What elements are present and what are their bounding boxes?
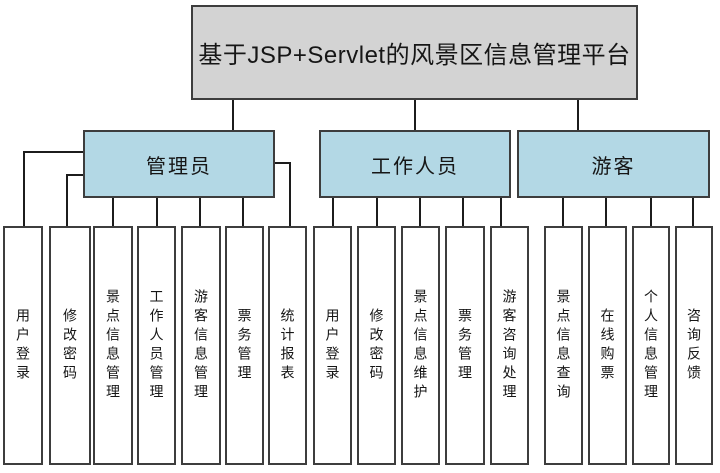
connector-line [23,151,83,153]
connector-line [376,197,378,226]
leaf-label: 景点信息维护 [412,288,429,403]
branch-node-staff: 工作人员 [319,130,511,198]
leaf-label: 用户登录 [324,307,341,384]
branch-node-admin-label: 管理员 [146,155,212,178]
connector-line [232,100,234,130]
connector-line [112,197,114,226]
connector-line [605,197,607,226]
leaf-label: 游客信息管理 [193,288,209,403]
connector-line [332,197,334,226]
leaf-admin-staff-mgmt: 工作人员管理 [137,226,176,465]
connector-line [419,197,421,226]
leaf-admin-change-password: 修改密码 [49,226,91,465]
leaf-admin-tourist-info-mgmt: 游客信息管理 [181,226,221,465]
leaf-label: 个人信息管理 [643,288,659,403]
leaf-tourist-online-ticketing: 在线购票 [588,226,627,465]
leaf-label: 票务管理 [457,307,473,384]
leaf-label: 修改密码 [368,307,385,384]
connector-line [414,100,416,130]
connector-line [242,197,244,226]
leaf-label: 工作人员管理 [148,288,165,403]
leaf-tourist-inquiry-feedback: 咨询反馈 [675,226,713,465]
connector-line [199,197,201,226]
connector-line [462,197,464,226]
connector-line [650,197,652,226]
connector-line [577,100,579,130]
leaf-label: 游客咨询处理 [501,288,518,403]
leaf-staff-scenic-info-maintenance: 景点信息维护 [401,226,440,465]
connector-line [289,162,291,226]
connector-line [500,197,502,226]
leaf-admin-ticket-mgmt: 票务管理 [225,226,264,465]
leaf-staff-user-login: 用户登录 [313,226,352,465]
leaf-admin-user-login: 用户登录 [3,226,43,465]
leaf-label: 在线购票 [599,307,616,384]
leaf-staff-tourist-inquiry-handling: 游客咨询处理 [490,226,529,465]
connector-line [156,197,158,226]
connector-line [562,197,564,226]
root-node-label: 基于JSP+Servlet的风景区信息管理平台 [198,42,631,69]
leaf-label: 票务管理 [236,307,253,384]
root-node: 基于JSP+Servlet的风景区信息管理平台 [191,5,638,100]
connector-line [23,151,25,226]
branch-node-admin: 管理员 [83,130,275,198]
leaf-staff-change-password: 修改密码 [357,226,396,465]
leaf-label: 景点信息查询 [555,288,572,403]
leaf-label: 咨询反馈 [686,307,702,384]
leaf-admin-scenic-info-mgmt: 景点信息管理 [93,226,133,465]
connector-line [66,174,83,176]
connector-line [692,197,694,226]
leaf-tourist-scenic-info-query: 景点信息查询 [544,226,583,465]
connector-line [275,162,291,164]
connector-line [66,174,68,226]
leaf-label: 用户登录 [15,307,31,384]
leaf-label: 景点信息管理 [105,288,121,403]
branch-node-staff-label: 工作人员 [371,155,459,178]
leaf-staff-ticket-mgmt: 票务管理 [445,226,485,465]
leaf-label: 修改密码 [62,307,78,384]
branch-node-tourist-label: 游客 [591,155,636,178]
leaf-admin-statistics-report: 统计报表 [268,226,307,465]
leaf-tourist-personal-info-mgmt: 个人信息管理 [632,226,670,465]
branch-node-tourist: 游客 [517,130,710,198]
leaf-label: 统计报表 [279,307,296,384]
